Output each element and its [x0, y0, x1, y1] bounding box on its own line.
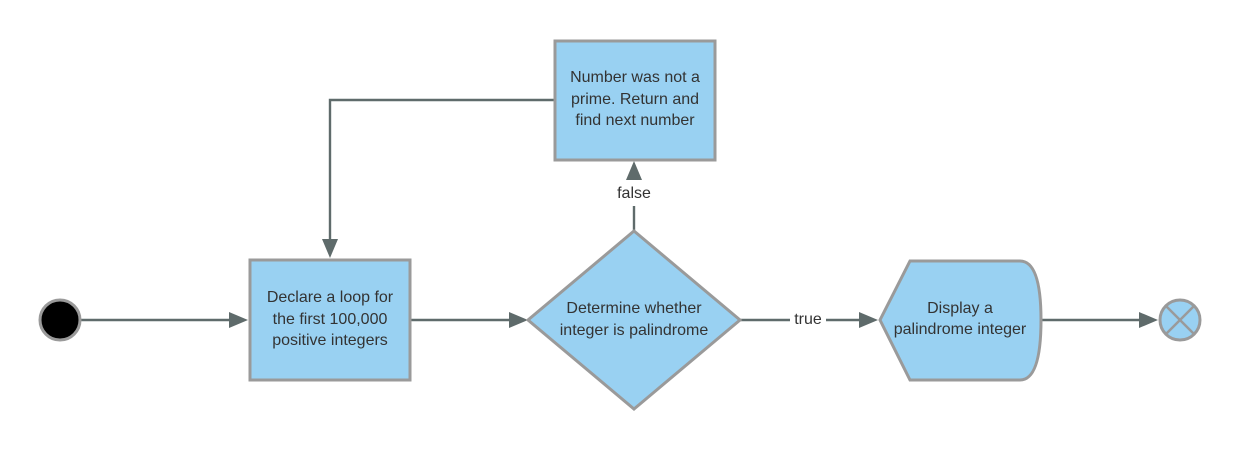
display-line-1: Display a: [927, 300, 993, 317]
not-prime-line-2: prime. Return and: [571, 91, 699, 108]
end-x-stroke-2: [1165, 305, 1195, 335]
arrowhead-display-to-end: [1139, 312, 1158, 328]
display-line-2: palindrome integer: [894, 321, 1027, 338]
display-shape: [878, 259, 1043, 382]
edge-not-prime-to-declare: [328, 98, 554, 240]
start-node: [38, 298, 82, 342]
determine-diamond: [525, 229, 743, 411]
arrowhead-determine-to-not-prime: [626, 161, 642, 180]
declare-loop-box: [248, 258, 412, 382]
arrowhead-determine-to-display: [859, 312, 878, 328]
edges: [80, 98, 1158, 328]
display-node: Display a palindrome integer: [878, 259, 1043, 382]
not-prime-line-1: Number was not a: [570, 69, 700, 86]
declare-loop-line-2: the first 100,000: [273, 311, 388, 328]
determine-line-2: integer is palindrome: [560, 322, 709, 339]
declare-loop-line-1: Declare a loop for: [267, 289, 394, 306]
determine-decision-node: Determine whether integer is palindrome: [525, 229, 743, 411]
arrowhead-not-prime-to-declare: [322, 239, 338, 258]
determine-line-1: Determine whether: [566, 300, 702, 317]
not-prime-line-3: find next number: [575, 112, 695, 129]
edge-label-true: true: [794, 311, 822, 328]
arrowhead-declare-to-determine: [509, 312, 528, 328]
edge-label-false: false: [617, 185, 651, 202]
declare-loop-node: Declare a loop for the first 100,000 pos…: [248, 258, 412, 382]
end-node: [1158, 298, 1202, 342]
not-prime-node: Number was not a prime. Return and find …: [553, 39, 717, 162]
arrowhead-start-to-declare: [229, 312, 248, 328]
declare-loop-line-3: positive integers: [272, 332, 388, 349]
not-prime-box: [553, 39, 717, 162]
